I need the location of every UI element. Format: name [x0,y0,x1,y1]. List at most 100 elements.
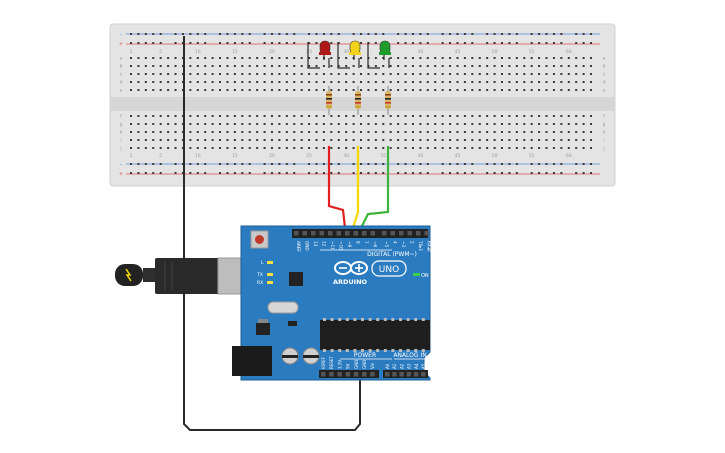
capacitor-1-mark [282,355,298,358]
breadboard-hole [582,89,585,91]
breadboard-hole [367,147,370,149]
breadboard-hole [137,139,140,141]
breadboard-hole [389,81,392,83]
resistor-band [385,94,391,96]
breadboard-hole [449,139,452,141]
ground-wire[interactable] [183,36,361,431]
power-pin-label: RESET [329,356,334,369]
row-letter-left: h [120,130,123,136]
digital-pin-hole[interactable] [399,231,404,236]
digital-pin-hole[interactable] [382,231,387,236]
rail-hole [241,163,244,165]
breadboard-hole [233,89,236,91]
rail-hole [174,33,177,35]
analog-pin-hole[interactable] [392,372,397,377]
power-pin-hole[interactable] [321,372,326,377]
breadboard[interactable]: 1155101015152020252530303535404045455050… [109,23,616,187]
analog-pin-hole[interactable] [385,372,390,377]
chip-pin [406,318,410,321]
digital-pin-hole[interactable] [370,231,376,236]
breadboard-hole [137,57,140,59]
digital-pin-hole[interactable] [345,231,350,236]
breadboard-hole [278,123,281,125]
analog-pin-hole[interactable] [399,372,404,377]
breadboard-hole [567,89,570,91]
analog-pin-hole[interactable] [421,372,426,377]
digital-pin-hole[interactable] [407,231,413,236]
analog-pin-hole[interactable] [406,372,412,377]
rail-polarity-label: – [120,32,123,38]
resistor-2[interactable] [355,86,361,115]
breadboard-hole [389,73,392,75]
rail-hole [360,172,363,174]
rail-hole [590,33,593,35]
rail-hole [582,172,585,174]
rail-hole [263,172,266,174]
rail-hole [449,172,452,174]
breadboard-hole [404,147,407,149]
digital-pin-hole[interactable] [390,231,396,236]
digital-pin-hole[interactable] [362,231,367,236]
breadboard-hole [404,57,407,59]
breadboard-hole [508,131,511,133]
breadboard-hole [248,65,251,67]
power-pin-hole[interactable] [329,372,334,377]
digital-pin-hole[interactable] [294,231,299,236]
breadboard-hole [270,147,273,149]
yellow-wire[interactable] [351,146,360,229]
digital-pin-hole[interactable] [311,231,316,236]
rail-hole [144,172,147,174]
digital-pin-hole[interactable] [416,231,421,236]
digital-pin-hole[interactable] [424,231,430,236]
rail-hole [441,33,444,35]
rail-hole [352,163,355,165]
reset-button-cap[interactable] [255,235,264,244]
breadboard-hole [248,147,251,149]
rail-hole [493,42,496,44]
power-pin-hole[interactable] [353,372,359,377]
power-pin-hole[interactable] [370,372,375,377]
breadboard-hole [293,57,296,59]
breadboard-hole [226,115,229,117]
breadboard-hole [523,131,526,133]
breadboard-hole [441,115,444,117]
rail-hole [449,42,452,44]
breadboard-hole [523,123,526,125]
green-led[interactable] [367,40,391,69]
breadboard-hole [345,81,348,83]
breadboard-hole [263,73,266,75]
chip-pin [323,318,326,321]
power-pin-hole[interactable] [337,372,342,377]
red-wire[interactable] [327,146,347,229]
green-wire[interactable] [360,146,390,229]
digital-pin-hole[interactable] [328,231,333,236]
rail-hole [196,172,199,174]
digital-pin-hole[interactable] [336,231,342,236]
breadboard-hole [308,123,311,125]
breadboard-hole [256,131,259,133]
rail-hole [493,163,496,165]
chip-pin [368,318,372,321]
rx-led [267,281,273,284]
rail-hole [441,163,444,165]
breadboard-hole [308,81,311,83]
digital-pin-hole[interactable] [302,231,308,236]
breadboard-hole [426,57,429,59]
breadboard-hole [233,57,236,59]
analog-pin-hole[interactable] [413,372,419,377]
digital-pin-hole[interactable] [319,231,325,236]
breadboard-hole [360,57,363,59]
breadboard-hole [382,147,385,149]
breadboard-hole [130,147,132,149]
power-pin-hole[interactable] [345,372,351,377]
digital-pin-hole[interactable] [353,231,359,236]
resistor-1[interactable] [326,86,332,115]
resistor-3[interactable] [385,86,391,115]
breadboard-hole [397,115,400,117]
breadboard-hole [330,89,333,91]
red-led[interactable] [307,40,331,69]
yellow-led[interactable] [337,40,361,69]
power-pin-hole[interactable] [362,372,367,377]
breadboard-hole [174,89,177,91]
